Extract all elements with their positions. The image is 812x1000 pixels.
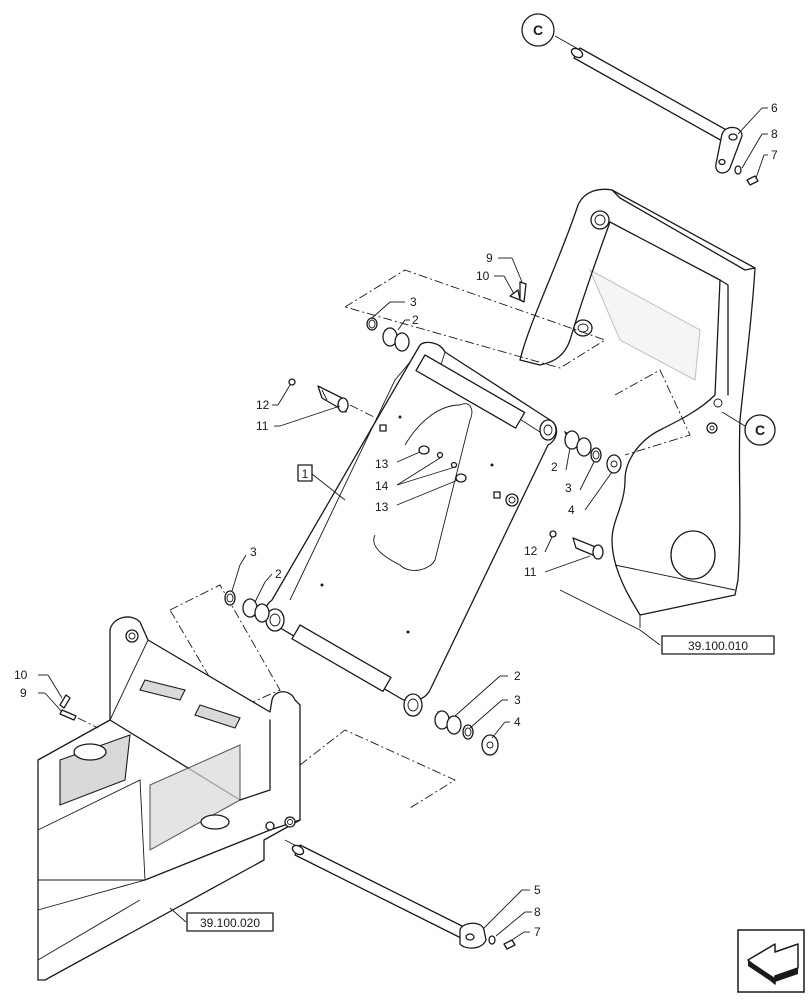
item-1-label: 1: [302, 467, 309, 481]
ref-box-lower: [186, 912, 274, 932]
washer-8-bottom: [488, 935, 496, 945]
top-pin-assembly: C 6 8 7: [521, 13, 778, 186]
label-4-lower: 4: [514, 715, 521, 729]
ref-lower-text: 39.100.020: [200, 916, 260, 930]
label-10-upper: 10: [476, 269, 490, 283]
pin-9-10-lower: 10 9: [14, 668, 99, 729]
label-2-right: 2: [551, 460, 558, 474]
pin-6: [573, 47, 731, 143]
label-5: 5: [534, 883, 541, 897]
washer-8-top: [734, 165, 742, 175]
label-8-bottom: 8: [534, 905, 541, 919]
bolt-7-top: [746, 175, 759, 186]
pin-9-10-upper: 9 10: [476, 251, 527, 303]
label-6: 6: [771, 101, 778, 115]
left-grease-pin: 12 11: [256, 378, 381, 433]
label-7-bottom: 7: [534, 925, 541, 939]
bolt-7-bottom: [503, 939, 516, 950]
ref-box-upper: [661, 635, 775, 655]
label-3-upper: 3: [410, 295, 417, 309]
label-9-upper: 9: [486, 251, 493, 265]
label-3-right: 3: [565, 481, 572, 495]
lower-frame: 39.100.020: [37, 616, 301, 981]
right-bushings: 2 3 4 12 11: [524, 430, 622, 579]
label-13b: 13: [375, 500, 389, 514]
upper-bushings: 3 2: [366, 295, 419, 352]
upper-frame: 39.100.010 C: [519, 188, 776, 655]
lower-right-bushings: 2 3 4: [434, 669, 521, 756]
item-1-box: [297, 464, 313, 482]
label-13a: 13: [375, 457, 389, 471]
callout-c-side-label: C: [755, 422, 765, 438]
label-14: 14: [375, 479, 389, 493]
label-2-lower: 2: [514, 669, 521, 683]
label-2-upper: 2: [412, 313, 419, 327]
callout-c-side: [744, 414, 776, 446]
label-7-top: 7: [771, 148, 778, 162]
label-3-lower: 3: [514, 693, 521, 707]
left-bushings: 3 2: [224, 545, 282, 623]
label-12-right: 12: [524, 544, 538, 558]
callout-c-top: [521, 13, 555, 47]
label-10-lower: 10: [14, 668, 28, 682]
label-11-right: 11: [524, 565, 537, 579]
pin-5: [294, 844, 471, 941]
label-3-left: 3: [250, 545, 257, 559]
label-4-right: 4: [568, 503, 575, 517]
callout-c-top-label: C: [533, 22, 543, 38]
central-plate: 1: [264, 341, 558, 717]
label-11-left: 11: [256, 419, 269, 433]
label-9-lower: 9: [20, 686, 27, 700]
label-12-left: 12: [256, 398, 270, 412]
label-8-top: 8: [771, 127, 778, 141]
ref-upper-text: 39.100.010: [688, 639, 748, 653]
arrow-icon[interactable]: [737, 929, 805, 993]
bottom-pin-assembly: 5 8 7: [284, 839, 541, 950]
label-2-left: 2: [275, 567, 282, 581]
